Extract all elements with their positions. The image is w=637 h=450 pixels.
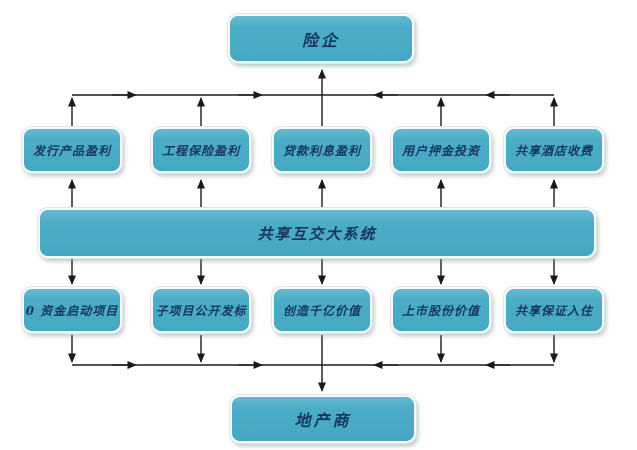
node-user-deposit-investment[interactable]: 用户押金投资 — [391, 127, 491, 173]
node-engineering-insurance-profit[interactable]: 工程保险盈利 — [151, 127, 251, 173]
node-label: 共享酒店收费 — [514, 143, 593, 158]
bottom-bus-connectors — [68, 335, 558, 392]
node-shared-hotel-fees[interactable]: 共享酒店收费 — [504, 127, 604, 173]
node-label: 地产商 — [294, 411, 352, 430]
node-insurer[interactable]: 险企 — [228, 14, 414, 63]
node-label: 创造千亿价值 — [282, 303, 361, 318]
node-label: 发行产品盈利 — [32, 143, 111, 158]
node-label: 上市股份价值 — [401, 303, 480, 318]
node-product-issue-profit[interactable]: 发行产品盈利 — [22, 127, 122, 173]
node-subproject-open-bidding[interactable]: 子项目公开发标 — [151, 287, 251, 333]
node-label: 共享互交大系统 — [257, 224, 377, 243]
hub-to-value-arrows — [68, 258, 558, 285]
node-shared-interaction-system[interactable]: 共享互交大系统 — [38, 208, 596, 258]
node-label: 0 资金启动项目 — [25, 303, 119, 318]
node-property-developer[interactable]: 地产商 — [230, 395, 416, 443]
node-zero-capital-startup[interactable]: 0 资金启动项目 — [22, 287, 122, 333]
node-label: 险企 — [301, 30, 340, 50]
node-label: 贷款利息盈利 — [282, 143, 361, 158]
node-label: 用户押金投资 — [401, 143, 480, 158]
node-create-100b-value[interactable]: 创造千亿价值 — [272, 287, 372, 333]
node-shared-guaranteed-occupancy[interactable]: 共享保证入住 — [504, 287, 604, 333]
node-loan-interest-profit[interactable]: 贷款利息盈利 — [272, 127, 372, 173]
node-label: 共享保证入住 — [514, 303, 593, 318]
top-bus-connectors — [68, 69, 558, 127]
hub-to-profit-arrows — [68, 179, 558, 208]
node-label: 工程保险盈利 — [161, 143, 240, 158]
node-listed-share-value[interactable]: 上市股份价值 — [391, 287, 491, 333]
node-label: 子项目公开发标 — [155, 303, 247, 318]
